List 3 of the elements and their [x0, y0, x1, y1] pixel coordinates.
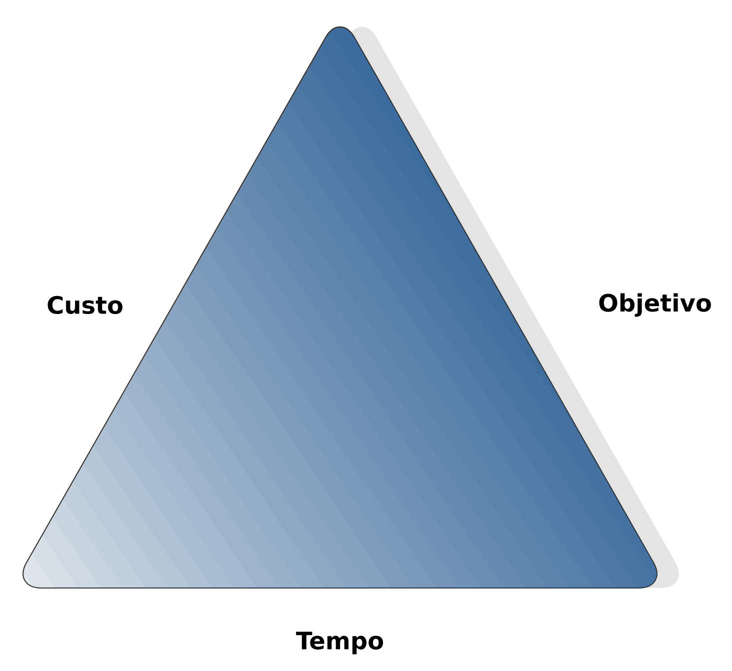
- side-label: Tempo: [296, 632, 384, 654]
- side-label: Objetivo: [599, 293, 711, 317]
- side-label: Custo: [48, 296, 122, 314]
